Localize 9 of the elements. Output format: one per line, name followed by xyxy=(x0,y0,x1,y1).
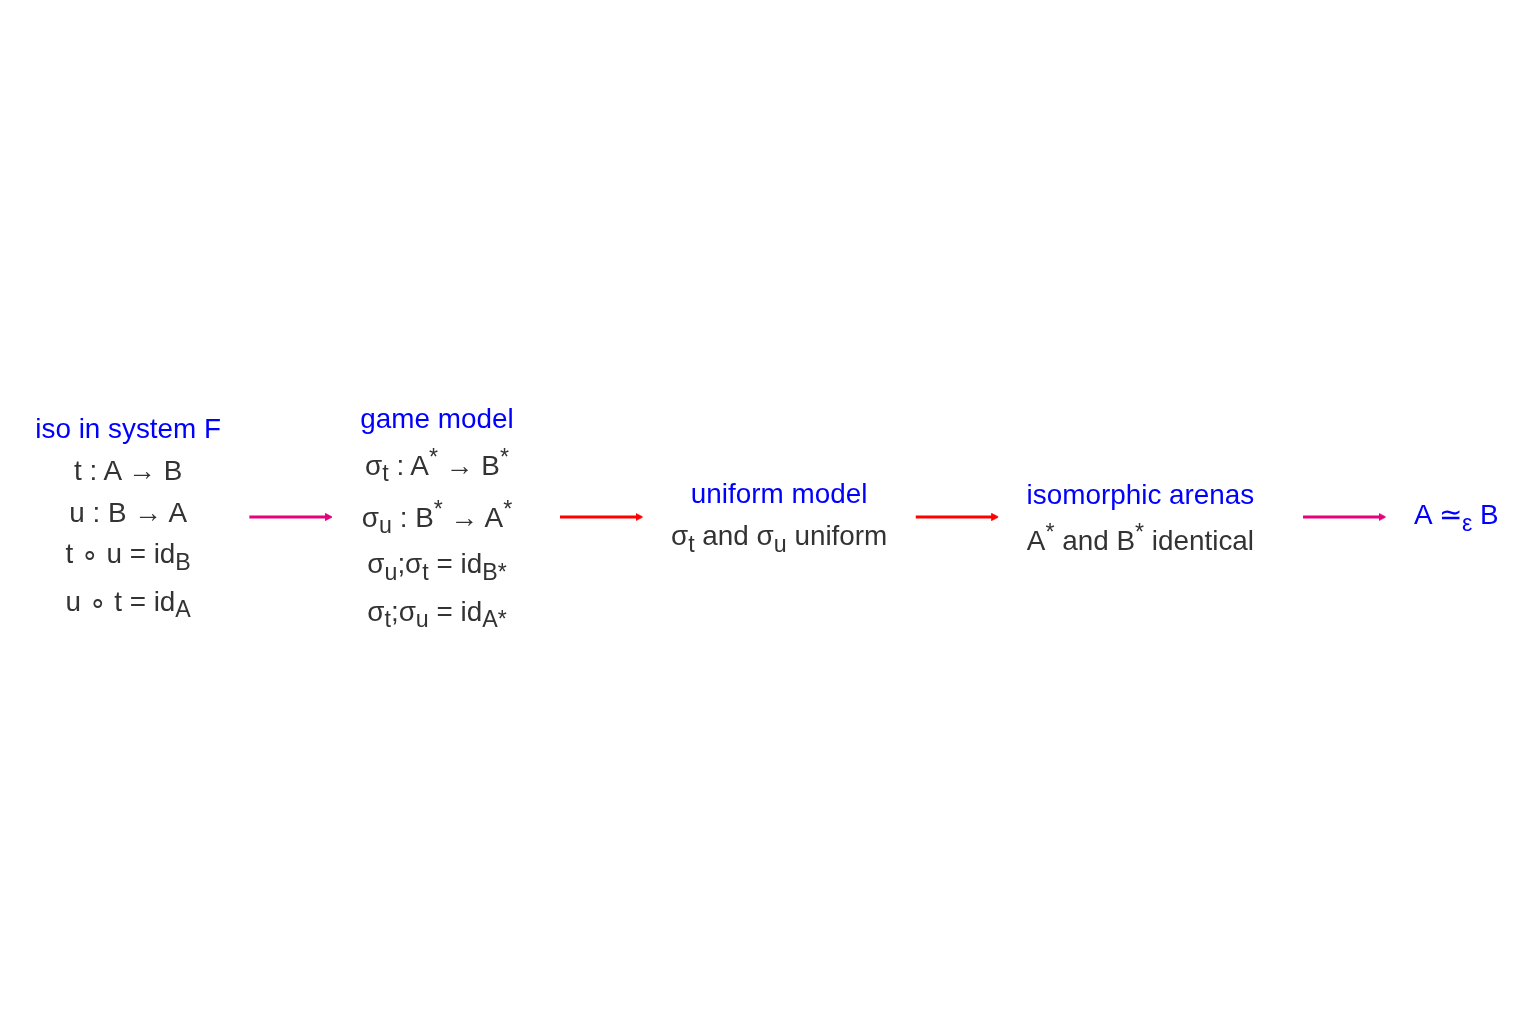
node-text: game model σ$_{t}$ : A$^{*}$ → B$^{*}$ σ$_{u}$ : B$^{*}$ → A$^{*}$ σ$_{u}$;σ$_{t}$ = id$_{B*}$ σ$_{t}$;σ$_{u}$ = id$_{A*}$ xyxy=(360,403,514,632)
arrow xyxy=(1302,512,1387,522)
node-text: A ≃$_{ε}$ B xyxy=(1414,499,1499,536)
arrow xyxy=(248,512,333,522)
arrow xyxy=(915,512,1000,522)
arrow xyxy=(559,512,644,522)
node-text: uniform model σ$_{t}$ and σ$_{u}$ uniform xyxy=(670,478,888,557)
node-text: isomorphic arenas A$^{*}$ and B$^{*}$ identical xyxy=(1026,478,1255,556)
node-text: iso in system F t : A → B u : B → A t ∘ u = id$_{B}$ u ∘ t = id$_{A}$ xyxy=(35,412,222,622)
